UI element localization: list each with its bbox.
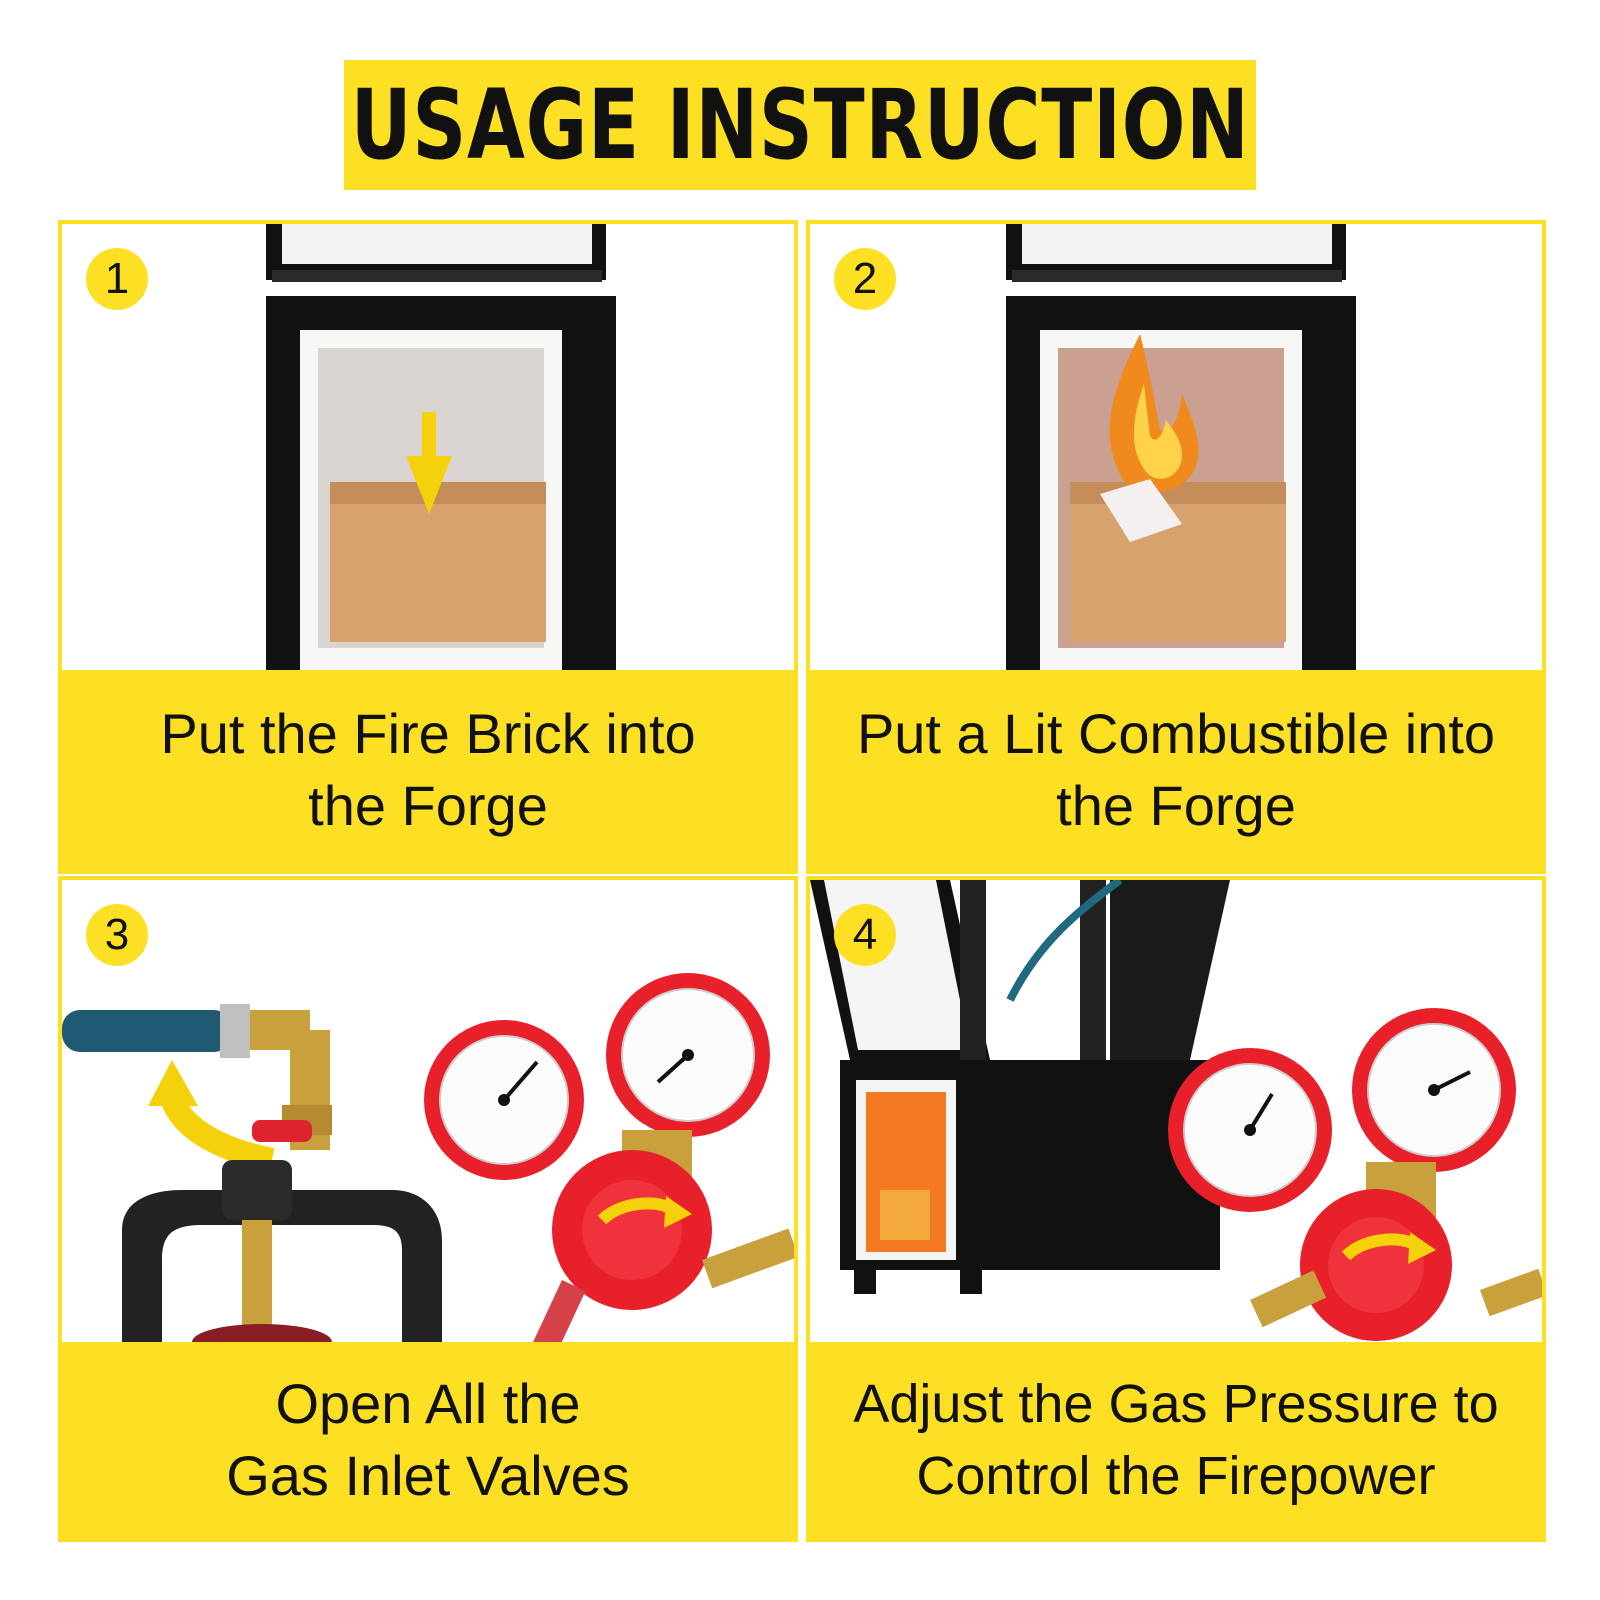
step-number-badge: 3	[86, 904, 148, 966]
step-number-badge: 4	[834, 904, 896, 966]
step-2-panel: 2 Put a Lit Combustible into the Forge	[806, 220, 1546, 874]
lit-forge-and-regulator-illustration	[810, 880, 1542, 1341]
step-4-photo	[810, 880, 1542, 1342]
regulator-knob-icon	[1300, 1189, 1452, 1341]
pressure-gauge-low-icon	[424, 1020, 584, 1180]
step-3-photo	[62, 880, 794, 1342]
step-2-caption-box: Put a Lit Combustible into the Forge	[810, 670, 1542, 870]
step-3-panel: 3 Open All the Gas Inlet Valves	[58, 876, 798, 1542]
gas-valve-and-regulator-illustration	[62, 973, 794, 1342]
pressure-gauge-high-icon	[606, 973, 770, 1137]
step-number-badge: 1	[86, 248, 148, 310]
step-4-panel: 4 Adjust the Gas Pressure to Control the…	[806, 876, 1546, 1542]
forge-with-flame-illustration	[1006, 224, 1356, 670]
step-3-caption: Open All the Gas Inlet Valves	[226, 1372, 630, 1507]
pressure-gauge-high-icon	[1352, 1008, 1516, 1172]
step-2-photo	[810, 224, 1542, 670]
step-1-photo	[62, 224, 794, 670]
step-1-caption-box: Put the Fire Brick into the Forge	[62, 670, 794, 870]
pressure-gauge-low-icon	[1168, 1048, 1332, 1212]
step-3-caption-box: Open All the Gas Inlet Valves	[62, 1342, 794, 1538]
step-number-badge: 2	[834, 248, 896, 310]
step-2-caption: Put a Lit Combustible into the Forge	[856, 702, 1496, 837]
step-4-caption: Adjust the Gas Pressure to Control the F…	[853, 1374, 1499, 1506]
step-1-panel: 1 Put the Fire Brick into the Forge	[58, 220, 798, 874]
regulator-knob-icon	[552, 1150, 712, 1310]
title-banner: USAGE INSTRUCTION	[344, 60, 1256, 190]
flame-icon	[1109, 334, 1199, 493]
curved-arrow-icon	[148, 1060, 275, 1172]
page-title: USAGE INSTRUCTION	[350, 69, 1250, 181]
step-1-caption: Put the Fire Brick into the Forge	[160, 702, 696, 837]
step-4-caption-box: Adjust the Gas Pressure to Control the F…	[810, 1342, 1542, 1538]
down-arrow-icon	[406, 412, 452, 514]
forge-with-brick-illustration	[266, 224, 616, 670]
